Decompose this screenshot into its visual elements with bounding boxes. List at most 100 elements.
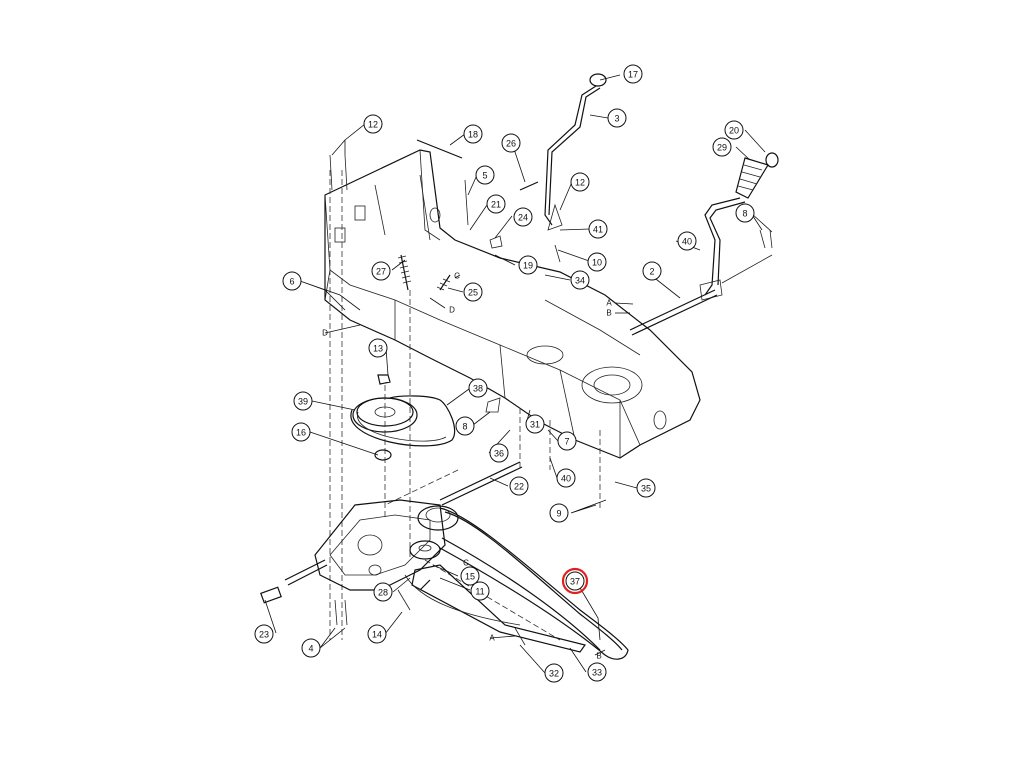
callout-label: 13 (373, 344, 383, 354)
callout-circle (291, 422, 311, 442)
callout-41: 41 (588, 219, 608, 239)
callout-circle (470, 581, 490, 601)
callout-label: 36 (494, 449, 504, 459)
callout-label: 21 (491, 200, 501, 210)
callout-19: 19 (518, 255, 538, 275)
letter-marker-D: D (322, 329, 328, 338)
callout-label: 2 (649, 267, 654, 277)
callout-26: 26 (501, 133, 521, 153)
callout-circle (712, 137, 732, 157)
callout-circle (518, 255, 538, 275)
callout-14: 14 (367, 624, 387, 644)
callout-label: 23 (259, 630, 269, 640)
callout-circle (301, 638, 321, 658)
callout-circle (371, 261, 391, 281)
callout-label: 37 (570, 577, 580, 587)
springs-and-hardware (329, 139, 773, 291)
callout-16: 16 (291, 422, 311, 442)
callout-circle (293, 391, 313, 411)
callout-label: 38 (473, 384, 483, 394)
callout-label: 12 (575, 178, 585, 188)
callout-label: 14 (372, 630, 382, 640)
callout-label: 33 (592, 668, 602, 678)
callout-label: 26 (506, 139, 516, 149)
callout-circle (486, 194, 506, 214)
callout-label: 28 (378, 588, 388, 598)
callout-circle (735, 203, 755, 223)
callout-5: 5 (475, 165, 495, 185)
pedal-assembly (629, 152, 779, 336)
callout-circle (468, 378, 488, 398)
callout-circle (623, 64, 643, 84)
callout-40: 40 (677, 231, 697, 251)
callout-7: 7 (557, 431, 577, 451)
letter-marker-C: C (454, 272, 460, 281)
callout-24: 24 (513, 207, 533, 227)
callout-label: 40 (682, 237, 692, 247)
callout-label: 8 (742, 209, 747, 219)
callout-23: 23 (254, 624, 274, 644)
callout-label: 7 (564, 437, 569, 447)
callout-label: 4 (308, 644, 313, 654)
callout-circle (570, 270, 590, 290)
callout-circle (363, 114, 383, 134)
callout-39: 39 (293, 391, 313, 411)
callout-15: 15 (460, 566, 480, 586)
callout-circle (367, 624, 387, 644)
callout-label: 5 (482, 171, 487, 181)
callout-3: 3 (607, 108, 627, 128)
idler-arm-and-cable (397, 564, 587, 653)
callout-circle (455, 416, 475, 436)
callout-label: 16 (296, 428, 306, 438)
callout-label: 22 (514, 482, 524, 492)
letter-marker-D: D (449, 306, 455, 315)
letter-marker-B: B (596, 652, 601, 661)
callout-circle (587, 662, 607, 682)
chassis-frame (324, 149, 701, 459)
callout-label: 8 (462, 422, 467, 432)
callout-32: 32 (544, 663, 564, 683)
letter-marker-B: B (606, 309, 611, 318)
callouts-layer: 1731218262029512212441840271019262534133… (254, 64, 755, 683)
callout-36: 36 (489, 443, 509, 463)
letter-marker-C: C (463, 559, 469, 568)
callout-label: 29 (717, 143, 727, 153)
callout-circle (544, 663, 564, 683)
callout-35: 35 (636, 478, 656, 498)
callout-circle (463, 282, 483, 302)
callout-circle (587, 252, 607, 272)
callout-6: 6 (282, 271, 302, 291)
callout-circle (368, 338, 388, 358)
callout-25: 25 (463, 282, 483, 302)
callout-label: 34 (575, 276, 585, 286)
callout-label: 6 (289, 277, 294, 287)
callout-circle (565, 571, 585, 591)
callout-9: 9 (549, 503, 569, 523)
callout-circle (724, 120, 744, 140)
callout-21: 21 (486, 194, 506, 214)
callout-label: 15 (465, 572, 475, 582)
callout-circle (513, 207, 533, 227)
callout-label: 10 (592, 258, 602, 268)
callout-27: 27 (371, 261, 391, 281)
callout-label: 39 (298, 397, 308, 407)
callout-label: 17 (628, 70, 638, 80)
callout-circle (642, 261, 662, 281)
callout-circle (463, 124, 483, 144)
callout-label: 11 (475, 587, 484, 597)
highlight-ring (561, 567, 589, 595)
callout-circle (460, 566, 480, 586)
callout-circle (588, 219, 608, 239)
callout-circle (607, 108, 627, 128)
callout-label: 9 (556, 509, 561, 519)
callout-circle (570, 172, 590, 192)
callout-circle (557, 431, 577, 451)
callout-18: 18 (463, 124, 483, 144)
callout-11: 11 (470, 581, 490, 601)
callout-circle (475, 165, 495, 185)
callout-label: 19 (523, 261, 533, 271)
callout-circle (636, 478, 656, 498)
